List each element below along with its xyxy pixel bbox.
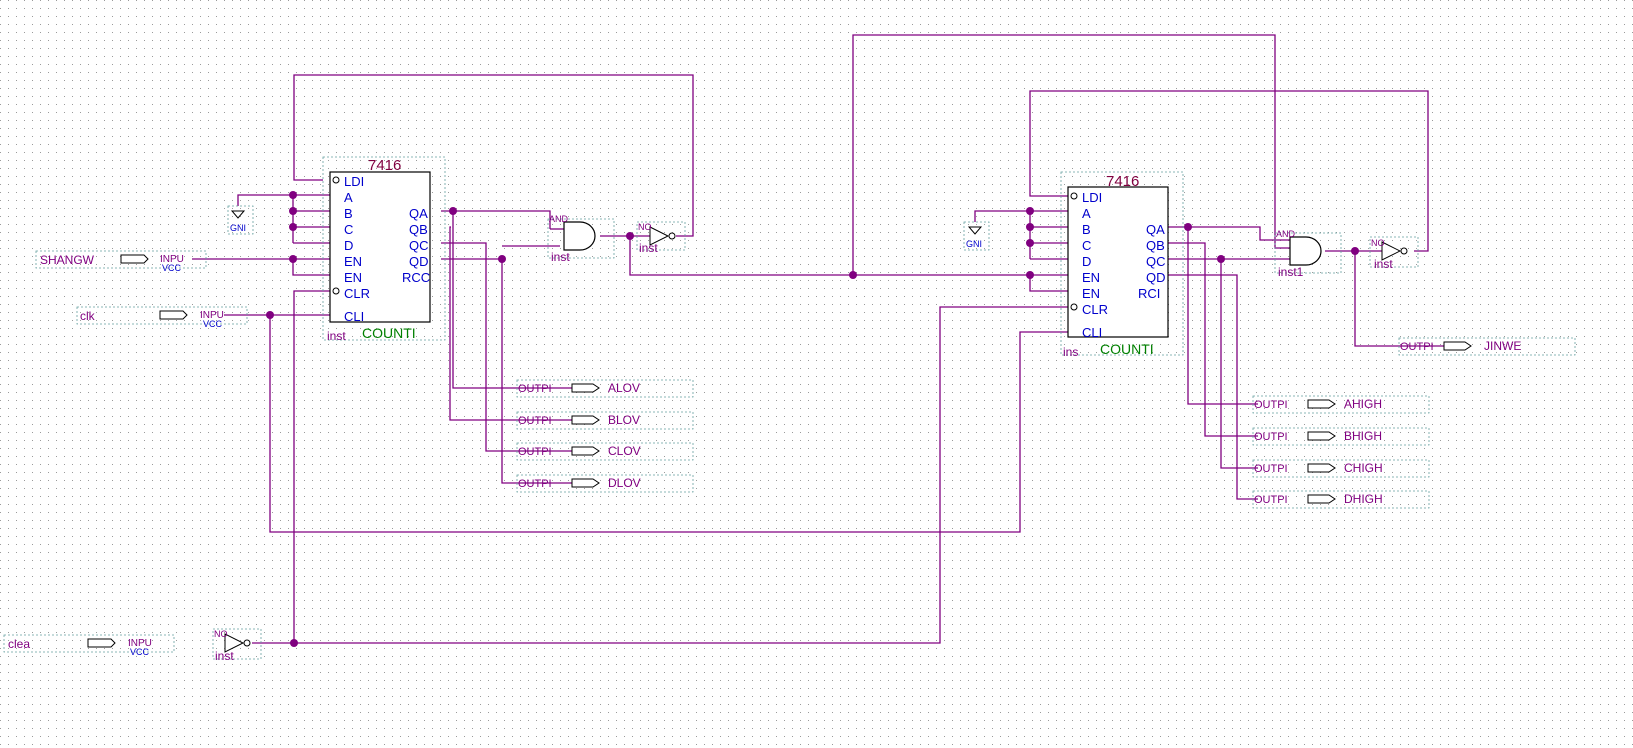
input-clear[interactable]: clea INPU VCC [3,634,175,657]
output-dlov[interactable]: OUTPI DLOV [516,474,694,493]
not-gate-2-type: NO [1371,238,1385,248]
output-jinwe[interactable]: OUTPI JINWE [1398,337,1576,356]
wires [192,34,1444,644]
input-clk[interactable]: clk INPU VCC [76,306,248,329]
output-clov[interactable]: OUTPI CLOV [516,442,694,461]
output-jinwe-kind: OUTPI [1400,341,1434,353]
output-dlov-kind: OUTPI [518,478,552,490]
output-bhigh-kind: OUTPI [1254,431,1288,443]
not-gate-clear-inst: inst [215,649,234,663]
input-clk-name: clk [80,309,96,323]
output-bhigh-name: BHIGH [1344,429,1382,443]
and-gate-2[interactable]: AND inst1 [1274,229,1342,279]
counter-1-pin-qb: QB [409,222,428,237]
input-shangw-kind: INPU [160,254,184,265]
gnd-1[interactable]: GNI [227,205,254,235]
output-clov-name: CLOV [608,444,641,458]
and-gate-1-inst: inst [551,250,570,264]
counter-2-footer: COUNTI [1100,341,1154,357]
output-ahigh-name: AHIGH [1344,397,1382,411]
counter-2-pin-c: C [1082,238,1091,253]
counter-2-part: 7416 [1106,173,1139,190]
input-clk-kind: INPU [200,310,224,321]
counter-1-pin-qc: QC [409,238,429,253]
input-shangw-name: SHANGW [40,253,95,267]
and-gate-2-inst: inst1 [1278,265,1304,279]
not-gate-2[interactable]: NO inst [1369,236,1419,271]
counter-2-pin-rco: RCI [1138,286,1160,301]
gnd-2[interactable]: GNI [963,221,990,251]
counter-1-footer: COUNTI [362,325,416,341]
counter-2-pin-ldi: LDI [1082,190,1102,205]
output-dhigh-kind: OUTPI [1254,494,1288,506]
input-clk-vcc: VCC [203,319,223,329]
output-chigh[interactable]: OUTPI CHIGH [1252,459,1430,478]
output-dlov-name: DLOV [608,476,641,490]
output-alov[interactable]: OUTPI ALOV [516,379,694,398]
junction-dots [266,191,1359,647]
output-blov[interactable]: OUTPI BLOV [516,411,694,430]
counter-2[interactable]: 7416 LDI A B C D EN EN CLR CLI QA QB QC … [1060,171,1184,359]
and-gate-2-type: AND [1276,229,1296,239]
counter-2-pin-clr: CLR [1082,302,1108,317]
not-gate-2-inst: inst [1374,257,1393,271]
counter-1-part: 7416 [368,157,401,174]
counter-1-pin-d: D [344,238,353,253]
counter-2-pin-qd: QD [1146,270,1166,285]
counter-2-pin-b: B [1082,222,1091,237]
counter-2-inst: ins [1063,345,1078,359]
output-dhigh-name: DHIGH [1344,492,1383,506]
counter-1-pin-ent: EN [344,254,362,269]
counter-1-pin-c: C [344,222,353,237]
not-gate-1-inst: inst [639,241,658,255]
counter-1-pin-clr: CLR [344,286,370,301]
counter-1-pin-ldi: LDI [344,174,364,189]
counter-1-pin-rco: RCC [402,270,430,285]
output-clov-kind: OUTPI [518,446,552,458]
output-alov-kind: OUTPI [518,383,552,395]
counter-2-pin-d: D [1082,254,1091,269]
output-alov-name: ALOV [608,381,640,395]
not-gate-clear[interactable]: NO inst [212,628,262,663]
counter-1-pin-enp: EN [344,270,362,285]
output-jinwe-name: JINWE [1484,339,1521,353]
output-chigh-name: CHIGH [1344,461,1383,475]
counter-2-pin-qc: QC [1146,254,1166,269]
input-clear-name: clea [8,637,30,651]
output-ahigh-kind: OUTPI [1254,399,1288,411]
not-gate-1-type: NO [638,222,652,232]
output-bhigh[interactable]: OUTPI BHIGH [1252,427,1430,446]
counter-2-pin-ent: EN [1082,270,1100,285]
output-blov-name: BLOV [608,413,640,427]
counter-2-pin-a: A [1082,206,1091,221]
counter-1-inst: inst [327,329,346,343]
gnd-2-label: GNI [966,239,982,249]
output-chigh-kind: OUTPI [1254,463,1288,475]
counter-2-pin-qa: QA [1146,222,1165,237]
counter-2-pin-clk: CLI [1082,325,1102,340]
counter-1-pin-qd: QD [409,254,429,269]
counter-2-pin-enp: EN [1082,286,1100,301]
not-gate-clear-type: NO [214,629,228,639]
output-ahigh[interactable]: OUTPI AHIGH [1252,395,1430,414]
input-clear-vcc: VCC [130,647,150,657]
counter-1-pin-qa: QA [409,206,428,221]
not-gate-1[interactable]: NO inst [636,221,686,255]
output-blov-kind: OUTPI [518,415,552,427]
gnd-1-label: GNI [230,223,246,233]
and-gate-1-type: AND [549,214,569,224]
input-shangw-vcc: VCC [162,263,182,273]
input-clear-kind: INPU [128,638,152,649]
counter-1-pin-a: A [344,190,353,205]
and-gate-1[interactable]: AND inst [547,214,615,264]
output-dhigh[interactable]: OUTPI DHIGH [1252,490,1430,509]
input-shangw[interactable]: SHANGW INPU VCC [35,250,207,273]
counter-1[interactable]: 7416 LDI A B C D EN EN CLR CLI QA QB QC … [322,156,446,343]
counter-1-pin-clk: CLI [344,309,364,324]
counter-2-pin-qb: QB [1146,238,1165,253]
counter-1-pin-b: B [344,206,353,221]
